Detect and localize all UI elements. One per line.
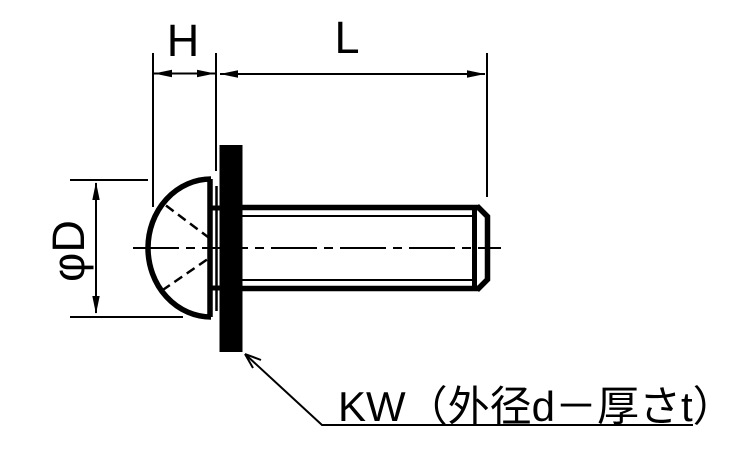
arrow-H-right bbox=[197, 69, 215, 78]
screw-body bbox=[133, 145, 501, 352]
leader-arrowhead-leg1 bbox=[244, 353, 262, 361]
arrow-L-left bbox=[220, 70, 238, 78]
leader-arrowhead-leg2 bbox=[244, 353, 254, 369]
dim-L-label: L bbox=[334, 12, 359, 63]
hidden-recess-line-upper bbox=[165, 204, 211, 240]
dim-phiD-label: φD bbox=[43, 220, 94, 282]
arrow-H-left bbox=[154, 69, 172, 78]
dimension-lines bbox=[70, 53, 693, 426]
arrow-phiD-down bbox=[92, 296, 100, 314]
dim-H-label: H bbox=[167, 15, 200, 66]
washer-annotation-label: KW（外径d－厚さt） bbox=[338, 383, 735, 430]
hidden-recess-line-lower bbox=[161, 256, 211, 292]
hidden-recess-lines bbox=[161, 204, 211, 292]
dimension-arrowheads bbox=[92, 69, 485, 314]
leader-line bbox=[244, 353, 693, 426]
arrow-phiD-up bbox=[92, 182, 100, 200]
arrow-L-right bbox=[467, 70, 485, 78]
